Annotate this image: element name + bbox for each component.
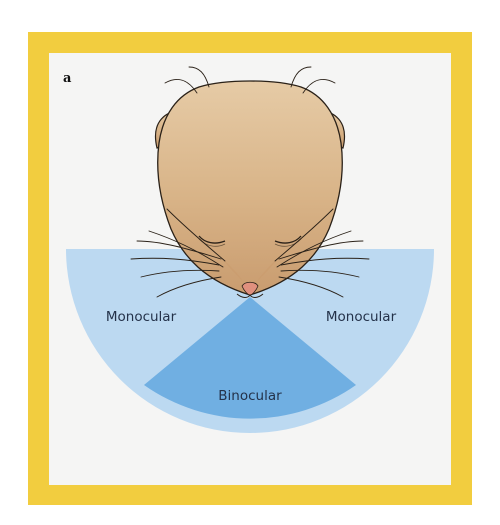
figure-panel: a [49, 53, 451, 485]
label-monocular-left: Monocular [106, 309, 177, 325]
label-binocular: Binocular [218, 388, 282, 404]
mouse-head [155, 80, 345, 298]
head-whiskers [164, 66, 336, 94]
right-eye [274, 235, 302, 244]
left-eye [198, 235, 226, 244]
panel-letter: a [63, 71, 72, 86]
whiskers [130, 208, 370, 298]
visual-field-diagram: Monocular Monocular Binocular [66, 66, 434, 433]
binocular-field [144, 297, 356, 419]
head-outline [157, 80, 343, 296]
nose [241, 281, 259, 296]
label-monocular-right: Monocular [326, 309, 397, 325]
